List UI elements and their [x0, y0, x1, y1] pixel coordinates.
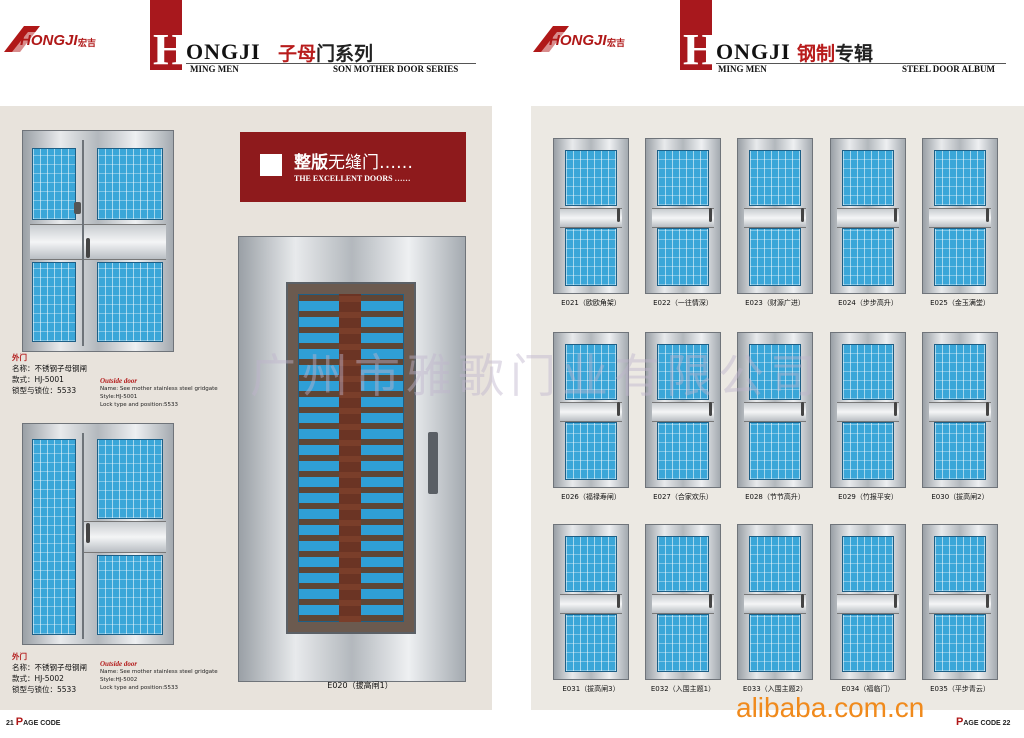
door-handle-icon [428, 432, 438, 494]
door-handle-icon [986, 594, 989, 608]
alibaba-watermark: alibaba.com.cn [736, 692, 925, 723]
catalog-door-caption: E022（一往情深） [653, 299, 713, 307]
product-lock: 锁型与锁位：5533 [12, 386, 77, 395]
excellent-doors-banner: 整版无缝门…… THE EXCELLENT DOORS …… [240, 132, 466, 202]
catalog-door-caption: E031（拔高闸3） [562, 685, 620, 693]
right-title-red: 钢制 [797, 43, 836, 65]
right-header-red-bar [680, 0, 712, 70]
catalog-door [645, 138, 721, 294]
door-handle-icon [709, 402, 712, 416]
big-door-caption: E020（拔高闸1） [327, 681, 393, 690]
logo-text: HONGJI [20, 32, 78, 49]
product-info-5002: 外门 名称：不锈钢子母钢闸 款式：HJ-5002 锁型与锁位：5533 [12, 652, 87, 694]
catalog-door-caption: E034（福临门） [841, 685, 895, 693]
door-handle-icon [894, 208, 897, 222]
catalog-door [922, 524, 998, 680]
banner-cn-bold: 整版 [294, 153, 328, 173]
right-series-en: STEEL DOOR ALBUM [902, 64, 996, 74]
door-handle-icon [86, 238, 90, 258]
son-mother-door-5001 [22, 130, 174, 352]
door-handle-icon [86, 523, 90, 543]
catalog-door [553, 332, 629, 488]
catalog-door [922, 332, 998, 488]
right-title-rest: 专辑 [835, 43, 874, 65]
door-handle-icon [617, 594, 620, 608]
left-header-red-bar [150, 0, 182, 70]
catalog-door-caption: E032（入围主题1） [650, 685, 716, 693]
catalog-door [830, 524, 906, 680]
right-logo: HONGJI 宏吉 [531, 22, 631, 62]
left-header-rule [186, 63, 476, 64]
catalog-door-caption: E035（平步青云） [930, 685, 990, 693]
right-header-rule [716, 63, 1006, 64]
catalog-door-caption: E021（欧欧角架） [561, 299, 621, 307]
catalog-door [737, 332, 813, 488]
left-title-red: 子母 [278, 43, 317, 65]
watermark: 广州市雅歌门业有限公司 [250, 349, 822, 403]
catalog-door-caption: E027（合家欢乐） [653, 493, 713, 501]
door-handle-icon [709, 208, 712, 222]
logo-text: HONGJI [549, 32, 607, 49]
right-page-code: PAGE CODE 22 [956, 716, 1011, 728]
right-title: 钢制专辑 [797, 39, 873, 66]
logo-cn: 宏吉 [607, 39, 626, 49]
banner-cn-rest: 无缝门…… [328, 153, 413, 173]
catalog-door-caption: E028（节节高升） [745, 493, 805, 501]
catalog-door [737, 138, 813, 294]
logo-cn: 宏吉 [78, 39, 97, 49]
door-handle-icon [801, 402, 804, 416]
catalog-door [645, 332, 721, 488]
door-handle-icon [986, 208, 989, 222]
catalog-door-caption: E026（福禄寿闸） [561, 493, 621, 501]
product-style: 款式：HJ-5002 [12, 674, 64, 683]
catalog-door [645, 524, 721, 680]
catalog-door [553, 138, 629, 294]
left-logo: HONGJI 宏吉 [2, 22, 102, 62]
catalog-door-caption: E025（金玉满堂） [930, 299, 990, 307]
product-style: 款式：HJ-5001 [12, 375, 64, 384]
door-handle-icon [894, 402, 897, 416]
catalog-door-caption: E023（财源广进） [745, 299, 805, 307]
product-name: 名称：不锈钢子母钢闸 [12, 663, 87, 672]
left-brand-initial: H [153, 25, 188, 74]
door-handle-icon [709, 594, 712, 608]
banner-square-icon [260, 154, 282, 176]
catalog-door [830, 332, 906, 488]
catalog-door-caption: E029（竹报平安） [838, 493, 898, 501]
door-handle-icon [617, 208, 620, 222]
door-handle-icon [617, 402, 620, 416]
son-mother-door-5002 [22, 423, 174, 645]
banner-en: THE EXCELLENT DOORS …… [294, 174, 411, 183]
left-title-rest: 门系列 [316, 43, 374, 65]
right-brand-sub: MING MEN [718, 64, 767, 74]
left-brand: ONGJI [186, 39, 261, 64]
catalog-door-caption: E033（入围主题2） [742, 685, 808, 693]
product-en-info-5001: Outside door Name: See mother stainless … [100, 377, 218, 408]
catalog-door-caption: E030（拔高闸2） [931, 493, 989, 501]
right-brand: ONGJI [716, 39, 791, 64]
product-en-info-5002: Outside door Name: See mother stainless … [100, 660, 218, 691]
right-brand-initial: H [683, 25, 718, 74]
left-brand-sub: MING MEN [190, 64, 239, 74]
catalog-door [553, 524, 629, 680]
product-name: 名称：不锈钢子母钢闸 [12, 364, 87, 373]
catalog-door-caption: E024（步步高升） [838, 299, 898, 307]
catalog-door [922, 138, 998, 294]
door-handle-icon [894, 594, 897, 608]
left-title: 子母门系列 [278, 39, 373, 66]
big-door-e020 [238, 236, 466, 682]
door-handle-icon [801, 594, 804, 608]
product-lock: 锁型与锁位：5533 [12, 685, 77, 694]
product-info-5001: 外门 名称：不锈钢子母钢闸 款式：HJ-5001 锁型与锁位：5533 [12, 353, 87, 395]
door-handle-icon [801, 208, 804, 222]
left-page-code: 21 PAGE CODE [6, 716, 61, 728]
door-handle-icon [986, 402, 989, 416]
logo-chevron-icon [4, 26, 40, 52]
logo-chevron-icon [533, 26, 569, 52]
left-series-en: SON MOTHER DOOR SERIES [333, 64, 459, 74]
catalog-door [737, 524, 813, 680]
catalog-door [830, 138, 906, 294]
